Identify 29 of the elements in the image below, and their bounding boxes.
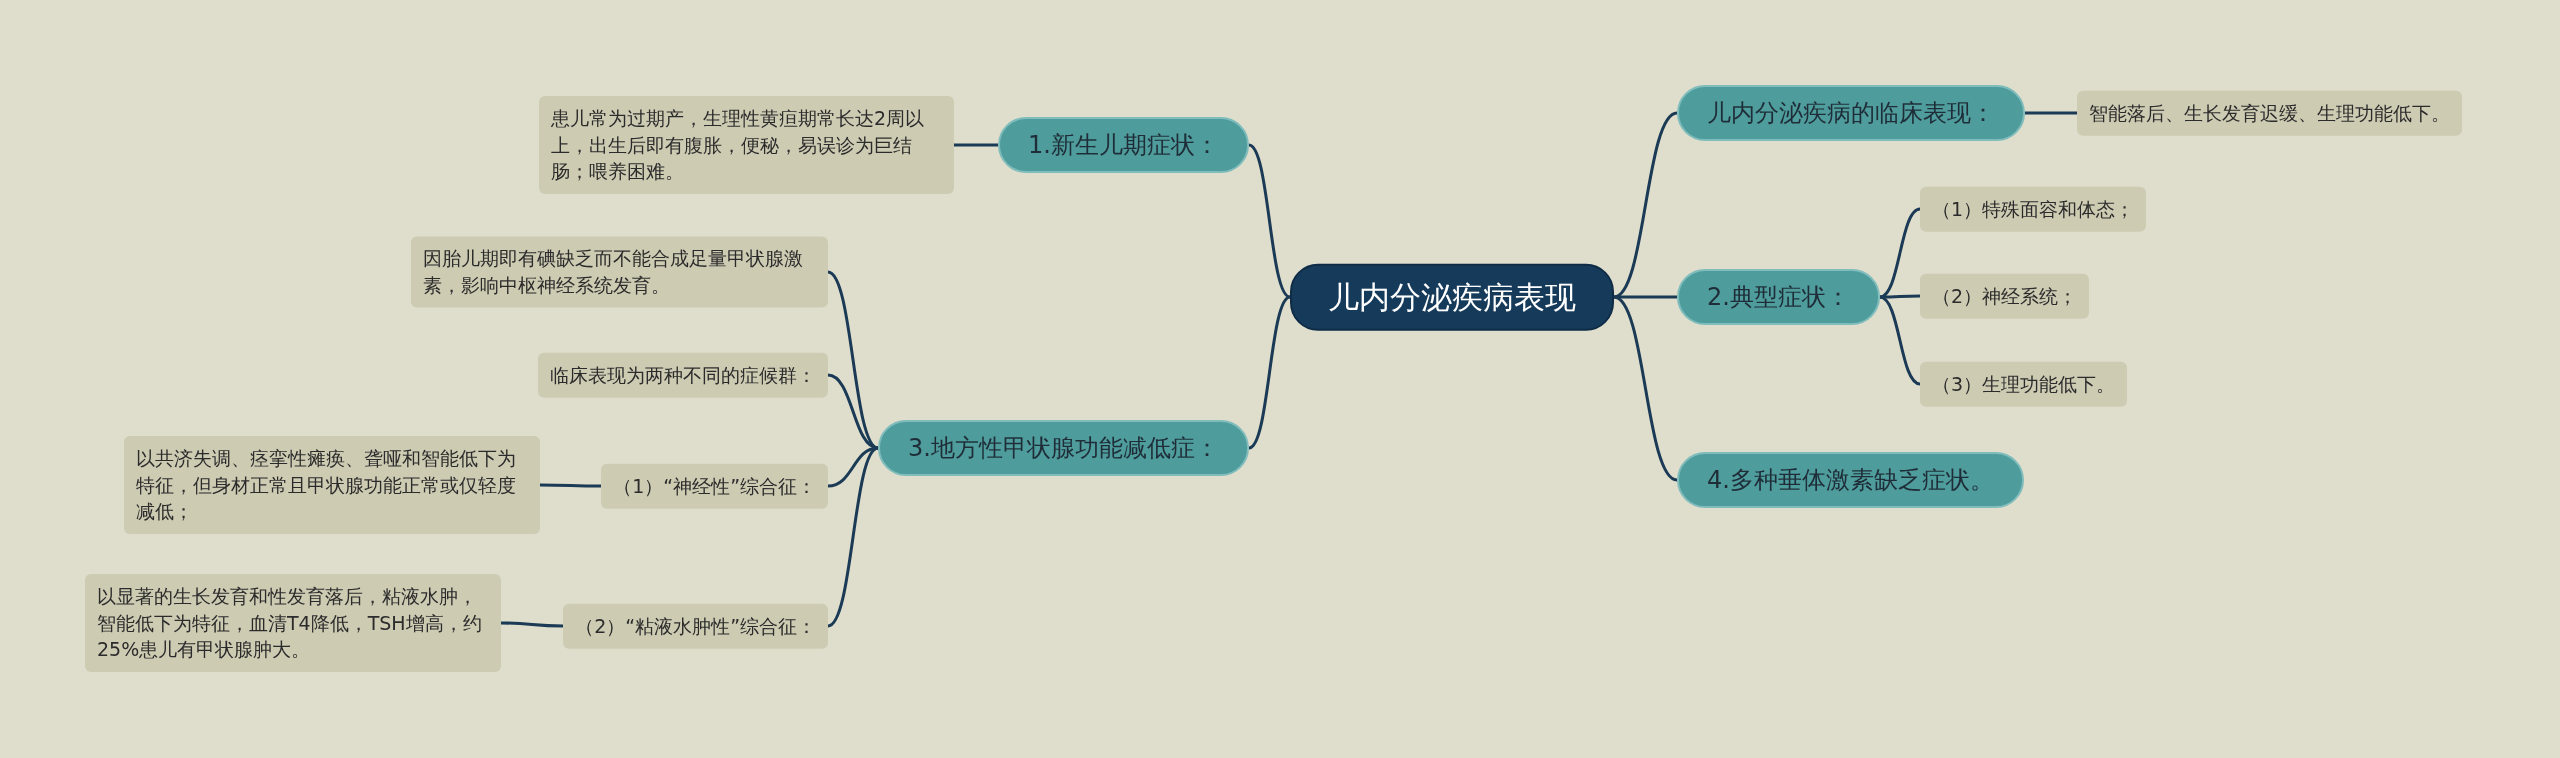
connector-line (827, 446, 879, 628)
connector-line (954, 143, 999, 147)
connector-line (1248, 295, 1291, 450)
subtopic-box: 临床表现为两种不同的症候群： (538, 352, 828, 398)
subtopic-box: （2）“粘液水肿性”综合征： (563, 603, 828, 649)
connector-line (1613, 111, 1678, 299)
subtopic-box: 因胎儿期即有碘缺乏而不能合成足量甲状腺激素，影响中枢神经系统发育。 (411, 236, 828, 308)
subtopic-box: 以显著的生长发育和性发育落后，粘液水肿，智能低下为特征，血清T4降低，TSH增高，约25%患儿有甲状腺肿大。 (85, 574, 501, 672)
connector-line (1613, 295, 1678, 482)
subtopic-box: （1）“神经性”综合征： (601, 463, 828, 509)
branch-topic: 儿内分泌疾病的临床表现： (1677, 85, 2025, 141)
central-topic: 儿内分泌疾病表现 (1290, 263, 1614, 331)
branch-topic: 3.地方性甲状腺功能减低症： (878, 420, 1249, 476)
subtopic-box: 智能落后、生长发育迟缓、生理功能低下。 (2077, 90, 2462, 136)
connector-line (540, 483, 602, 488)
connector-line (501, 621, 564, 628)
branch-topic: 1.新生儿期症状： (998, 117, 1249, 173)
subtopic-box: 以共济失调、痉挛性瘫痪、聋哑和智能低下为特征，但身材正常且甲状腺功能正常或仅轻度减低； (124, 436, 540, 534)
connector-line (827, 373, 879, 450)
branch-topic: 4.多种垂体激素缺乏症状。 (1677, 452, 2024, 508)
connector-line (2025, 111, 2077, 115)
branch-topic: 2.典型症状： (1677, 269, 1880, 325)
connector-line (1248, 143, 1291, 299)
subtopic-box: 患儿常为过期产，生理性黄疸期常长达2周以上，出生后即有腹胀，便秘，易误诊为巨结肠；喂养困难。 (539, 96, 954, 194)
connector-line (1879, 295, 1921, 386)
subtopic-box: （1）特殊面容和体态； (1920, 186, 2147, 232)
subtopic-box: （2）神经系统； (1920, 273, 2090, 319)
connector-line (1879, 294, 1920, 299)
subtopic-box: （3）生理功能低下。 (1920, 361, 2128, 407)
